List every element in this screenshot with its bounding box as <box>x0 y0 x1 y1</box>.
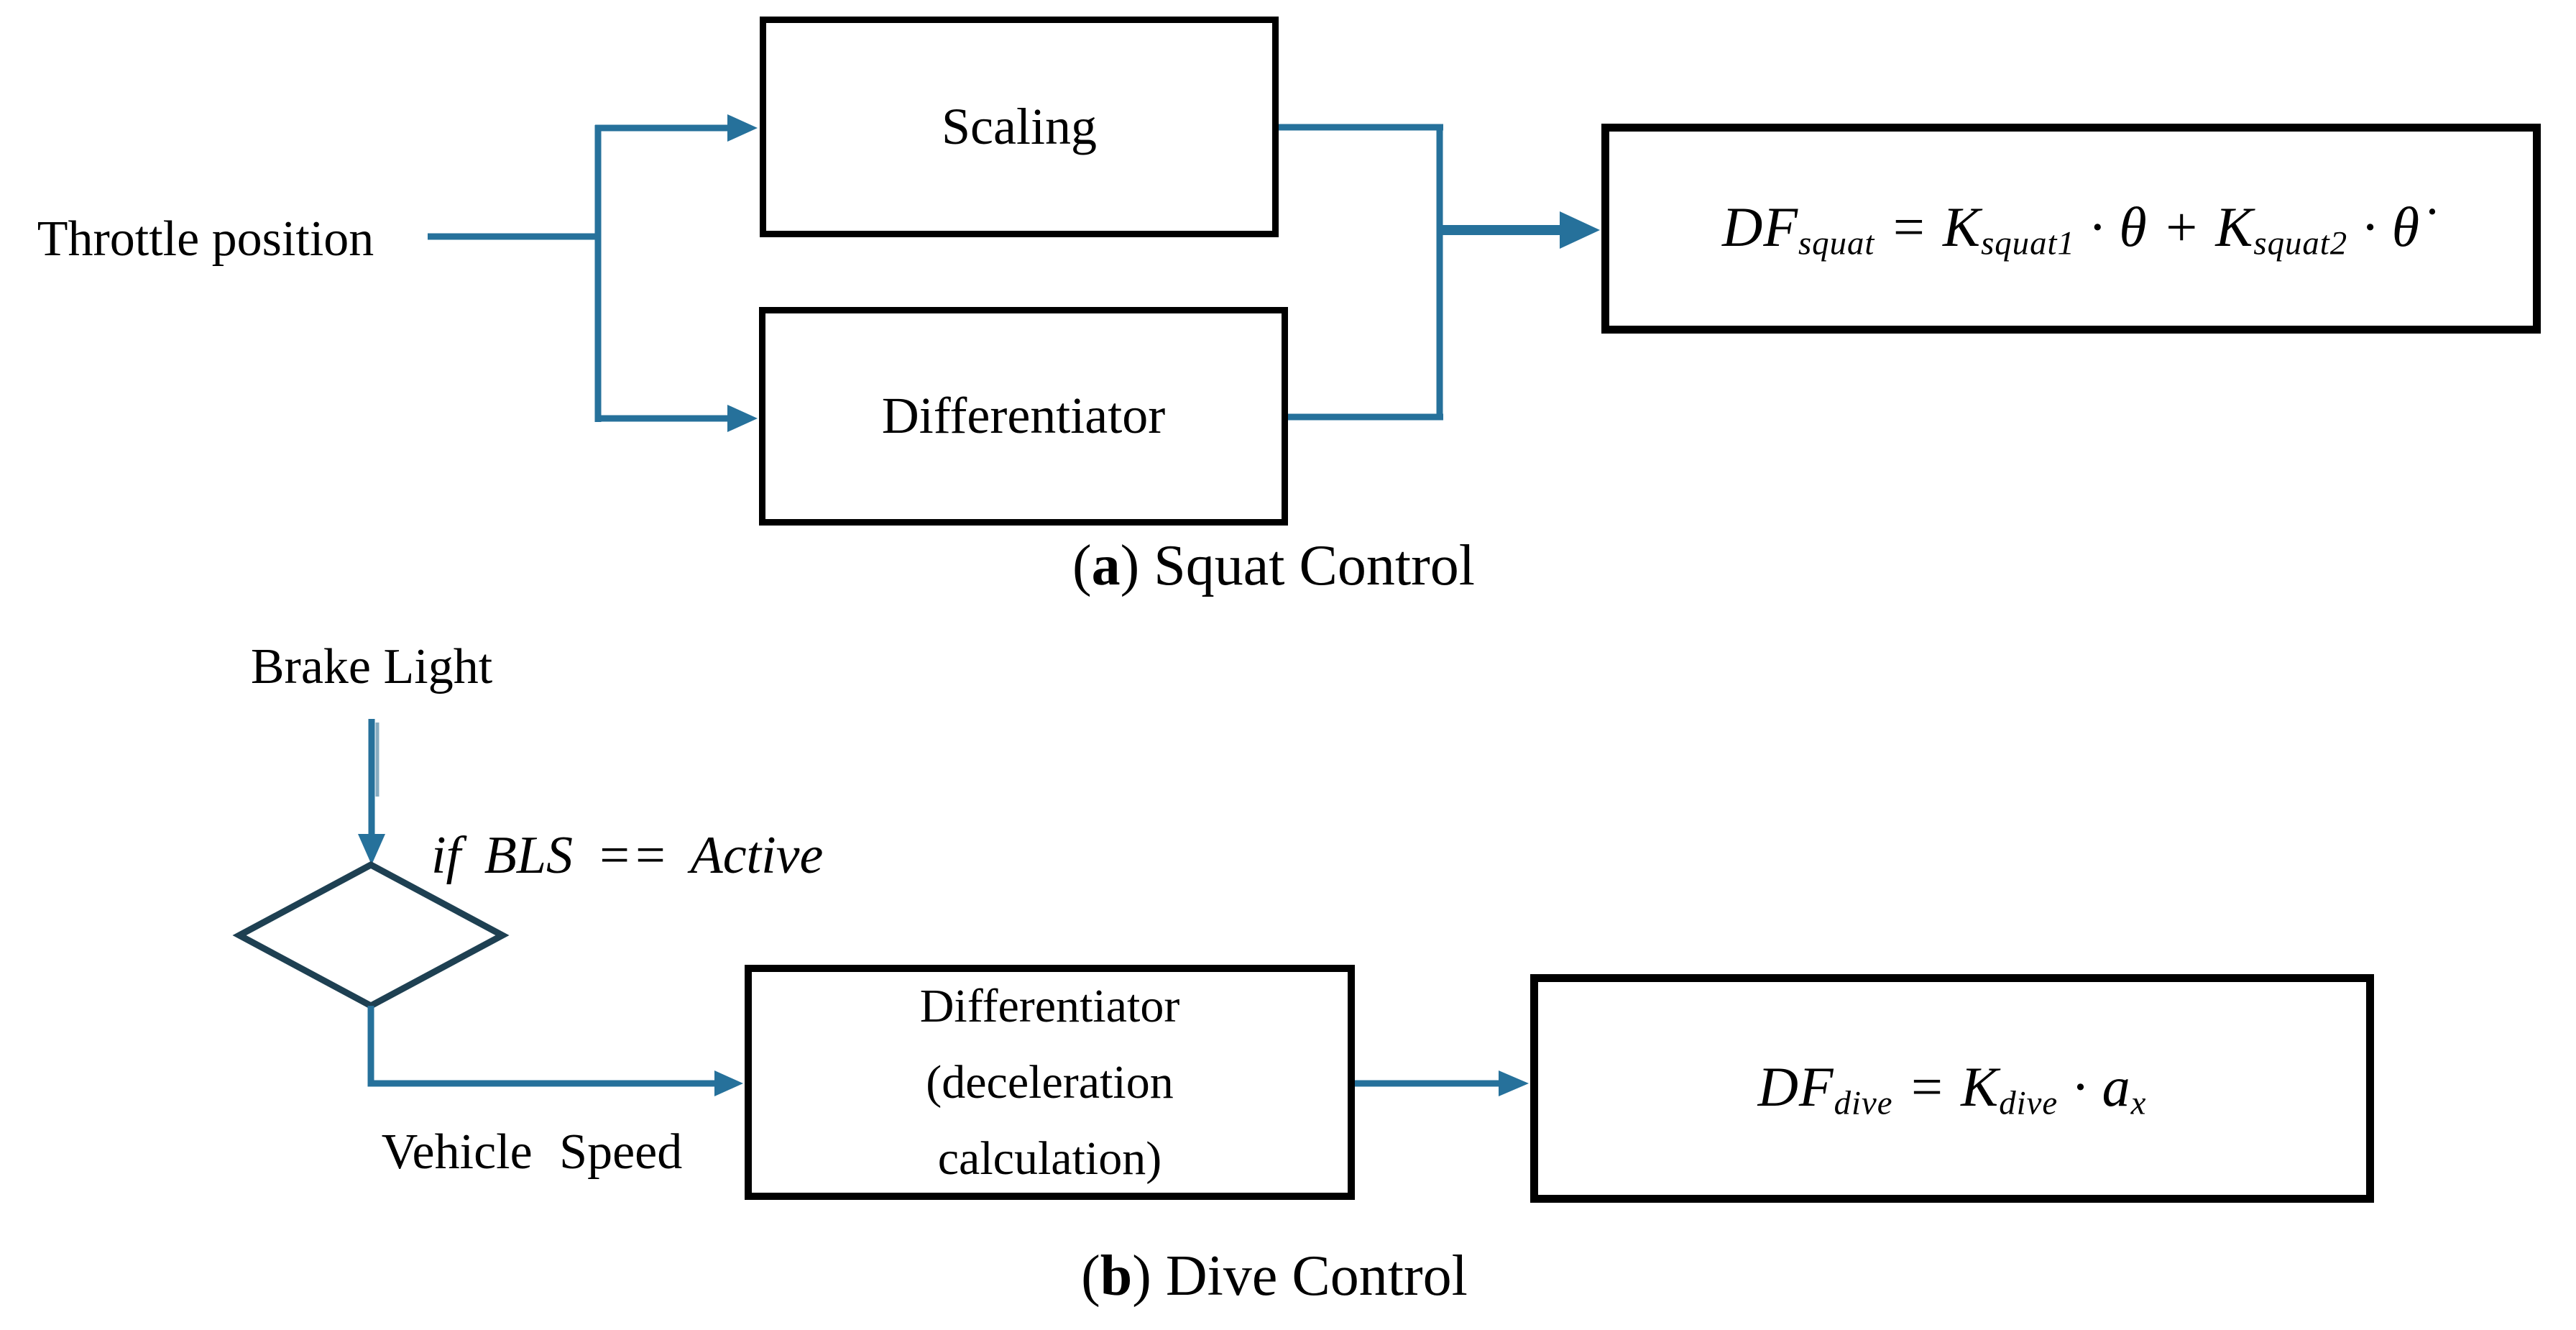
text-segment: squat <box>1798 224 1875 262</box>
deceleration-line-2: (deceleration <box>926 1055 1174 1109</box>
text-segment: DF <box>1757 1055 1834 1118</box>
text-segment: a <box>1091 534 1121 597</box>
text-segment: x <box>2130 1084 2147 1122</box>
merge-arrowhead <box>1560 211 1600 249</box>
text-segment: = <box>1892 1055 1961 1118</box>
deceleration-differentiator-label: Differentiator (deceleration calculation… <box>920 968 1180 1197</box>
scaling-input-arrowhead <box>727 114 758 142</box>
bls-condition-label: if BLS == Active <box>431 826 824 885</box>
differentiator-box-label: Differentiator <box>881 387 1166 445</box>
text-segment: θ̇ <box>2391 195 2421 258</box>
deceleration-line-3: calculation) <box>937 1132 1162 1185</box>
text-segment: ) Dive Control <box>1132 1244 1468 1308</box>
deceleration-line-1: Differentiator <box>919 979 1180 1032</box>
scaling-box-label: Scaling <box>942 97 1097 155</box>
text-segment: ( <box>1072 534 1092 597</box>
dive-formula-arrowhead <box>1499 1070 1529 1096</box>
differentiator-box: Differentiator <box>759 307 1288 526</box>
decision-diamond <box>232 861 510 1010</box>
text-segment: K <box>1961 1055 2000 1118</box>
text-segment: K <box>1943 195 1982 258</box>
text-segment: squat2 <box>2253 224 2348 262</box>
deceleration-input-arrowhead <box>714 1070 743 1096</box>
squat-formula: DFsquat = Ksquat1 · θ + Ksquat2 · θ̇ <box>1722 195 2420 263</box>
text-segment: dive <box>1834 1084 1893 1122</box>
differentiator-input-arrowhead <box>727 405 758 432</box>
brake-light-arrowhead <box>358 834 385 865</box>
text-segment: DF <box>1721 195 1798 258</box>
vehicle-speed-label: Vehicle Speed <box>381 1124 683 1180</box>
text-segment: K <box>2215 195 2254 258</box>
scaling-box: Scaling <box>760 17 1279 237</box>
text-segment: a <box>2102 1055 2131 1118</box>
diamond-output-line <box>367 1006 716 1087</box>
brake-light-label: Brake Light <box>250 639 493 694</box>
caption-dive-control: (b) Dive Control <box>987 1244 1562 1309</box>
text-segment: ( <box>1081 1244 1100 1308</box>
text-segment: dive <box>1999 1084 2058 1122</box>
text-segment: + <box>2147 195 2216 258</box>
text-segment: b <box>1100 1244 1133 1308</box>
text-segment: · <box>2074 195 2120 258</box>
dive-formula: DFdive = Kdive · ax <box>1758 1055 2147 1123</box>
throttle-position-label: Throttle position <box>37 211 374 267</box>
squat-formula-box: DFsquat = Ksquat1 · θ + Ksquat2 · θ̇ <box>1601 124 2541 334</box>
text-segment: · <box>2058 1055 2102 1118</box>
text-segment: · <box>2347 195 2392 258</box>
text-segment: squat1 <box>1981 224 2075 262</box>
caption-squat-control: (a) Squat Control <box>986 533 1561 599</box>
dive-formula-box: DFdive = Kdive · ax <box>1530 974 2374 1203</box>
deceleration-differentiator-box: Differentiator (deceleration calculation… <box>745 965 1355 1200</box>
text-segment: ) Squat Control <box>1120 534 1475 597</box>
text-segment: θ <box>2119 195 2148 258</box>
text-segment: = <box>1874 195 1944 258</box>
